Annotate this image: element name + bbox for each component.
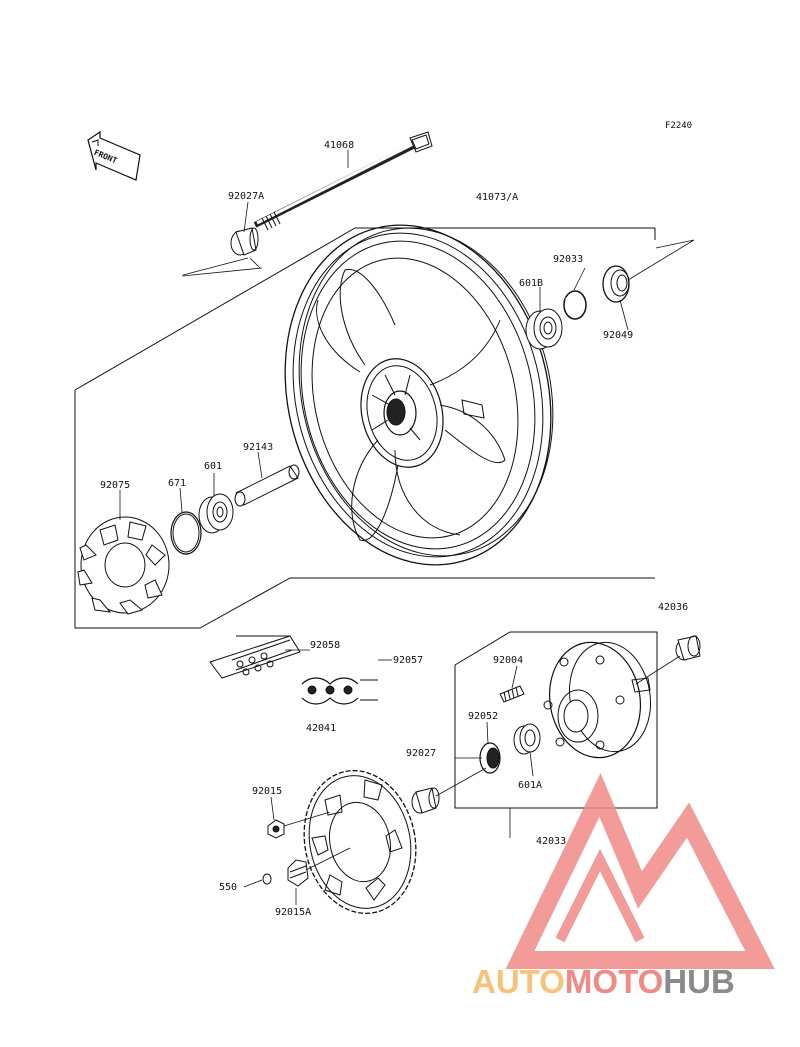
part-label-92027A: 92027A [228,191,265,202]
axle-41068 [253,131,433,231]
part-label-92057: 92057 [393,655,424,666]
front-direction-icon [87,130,141,181]
part-label-42033: 42033 [536,836,567,847]
part-label-92052: 92052 [468,711,499,722]
bearing-601B [525,308,563,350]
collar-92027 [411,787,440,814]
stud-92004 [499,685,525,703]
chain-link-92058 [209,635,301,679]
oil-seal-92049 [602,265,630,303]
collar-42036 [675,635,701,661]
sprocket-hub [543,641,652,759]
part-label-92033: 92033 [553,254,584,265]
part-label-92015A: 92015A [275,907,312,918]
circlip-92033 [563,290,587,320]
chain-42041 [300,677,378,705]
watermark-logo-icon [505,773,775,969]
watermark-text: AUTOMOTOHUB [472,963,735,1001]
o-ring-671 [170,511,202,555]
part-label-42036: 42036 [658,602,689,613]
part-label-601A: 601A [518,780,543,791]
nut-92015 [267,819,285,839]
part-label-92075: 92075 [100,480,131,491]
watermark-text-hub: HUB [663,963,735,1000]
bearing-601A [513,723,541,755]
part-label-601B: 601B [519,278,544,289]
bearing-601 [198,493,234,534]
watermark-text-auto: AUTO [472,963,565,1000]
sprocket [303,770,417,914]
seal-92052 [479,742,501,774]
part-label-42041: 42041 [306,723,337,734]
nut-92015A [287,859,309,887]
part-label-92015: 92015 [252,786,283,797]
part-label-92004: 92004 [493,655,524,666]
part-label-92027: 92027 [406,748,437,759]
part-label-550: 550 [219,882,238,893]
damper-92075 [77,516,170,615]
part-label-41073A: 41073/A [476,192,519,203]
watermark-text-moto: MOTO [564,963,664,1000]
part-label-92058: 92058 [310,640,341,651]
spacer-92143 [234,464,300,507]
collar-92027A [230,227,259,256]
part-label-601: 601 [204,461,223,472]
wheel-41073 [284,224,554,566]
diagram-code: F2240 [665,121,693,131]
part-label-92143: 92143 [243,442,274,453]
part-label-92049: 92049 [603,330,634,341]
part-label-671: 671 [168,478,187,489]
washer-550 [262,873,272,885]
part-label-41068: 41068 [324,140,355,151]
